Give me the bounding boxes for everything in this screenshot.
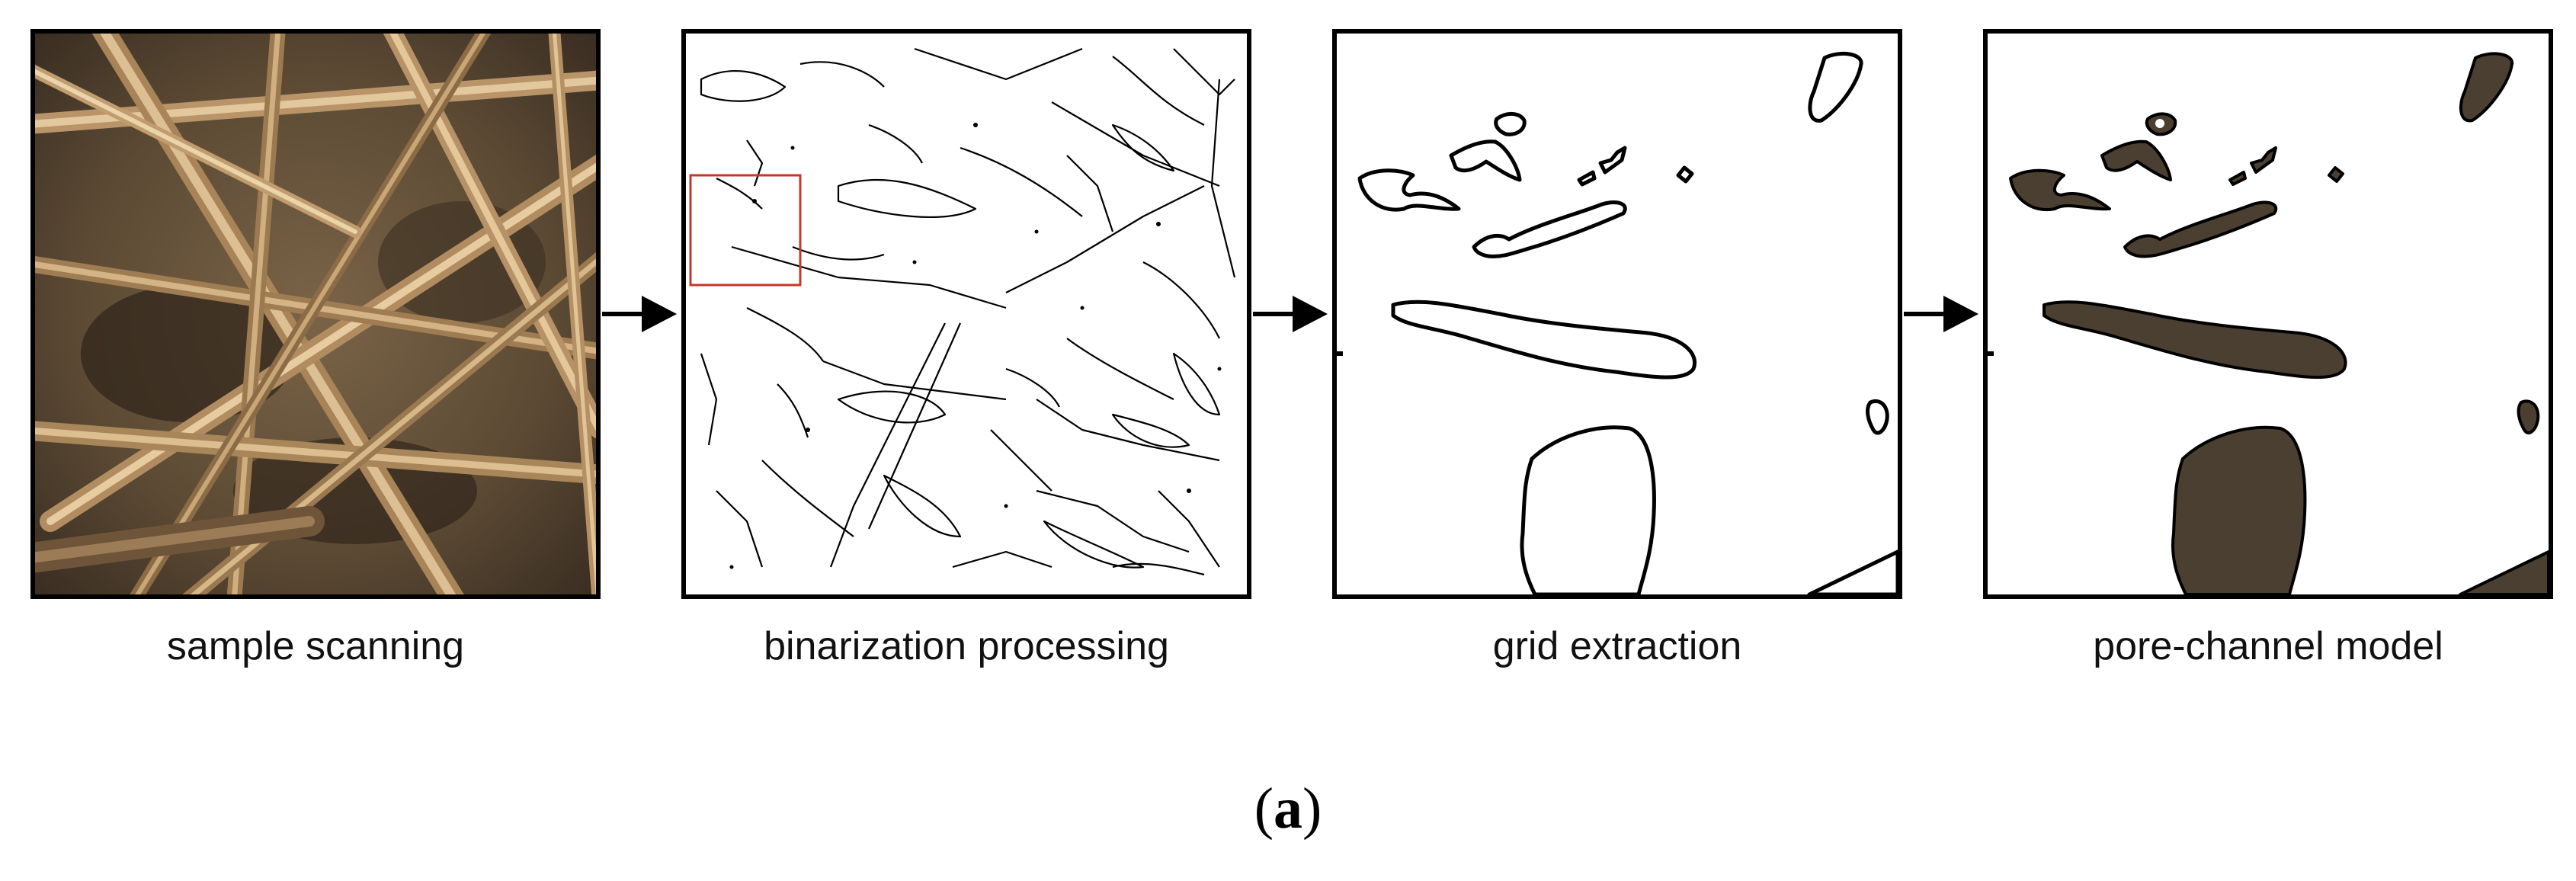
figure-label-open: ( <box>1254 777 1274 841</box>
straw-photo-image <box>35 34 596 594</box>
sample-scanning-panel <box>30 29 601 599</box>
caption-binarization-processing: binarization processing <box>764 624 1169 668</box>
arrow-right-icon <box>602 296 677 332</box>
caption-pore-channel-model: pore-channel model <box>2093 624 2443 668</box>
binarization-panel <box>681 29 1251 599</box>
arrow-right-icon <box>1904 296 1978 332</box>
figure-label-close: ) <box>1302 777 1322 841</box>
figure-label: (a) <box>0 776 2576 842</box>
caption-grid-extraction: grid extraction <box>1492 624 1742 668</box>
pore-channel-image <box>1988 52 2549 594</box>
caption-sample-scanning: sample scanning <box>166 624 465 668</box>
arrow-right-icon <box>1253 296 1328 332</box>
figure-label-letter: a <box>1274 777 1302 841</box>
grid-outline-image <box>1337 52 1898 594</box>
grid-extraction-panel <box>1332 29 1902 599</box>
pore-channel-model-panel <box>1983 29 2553 599</box>
region-highlight-box <box>689 174 802 287</box>
binarized-edge-image <box>689 47 1236 576</box>
